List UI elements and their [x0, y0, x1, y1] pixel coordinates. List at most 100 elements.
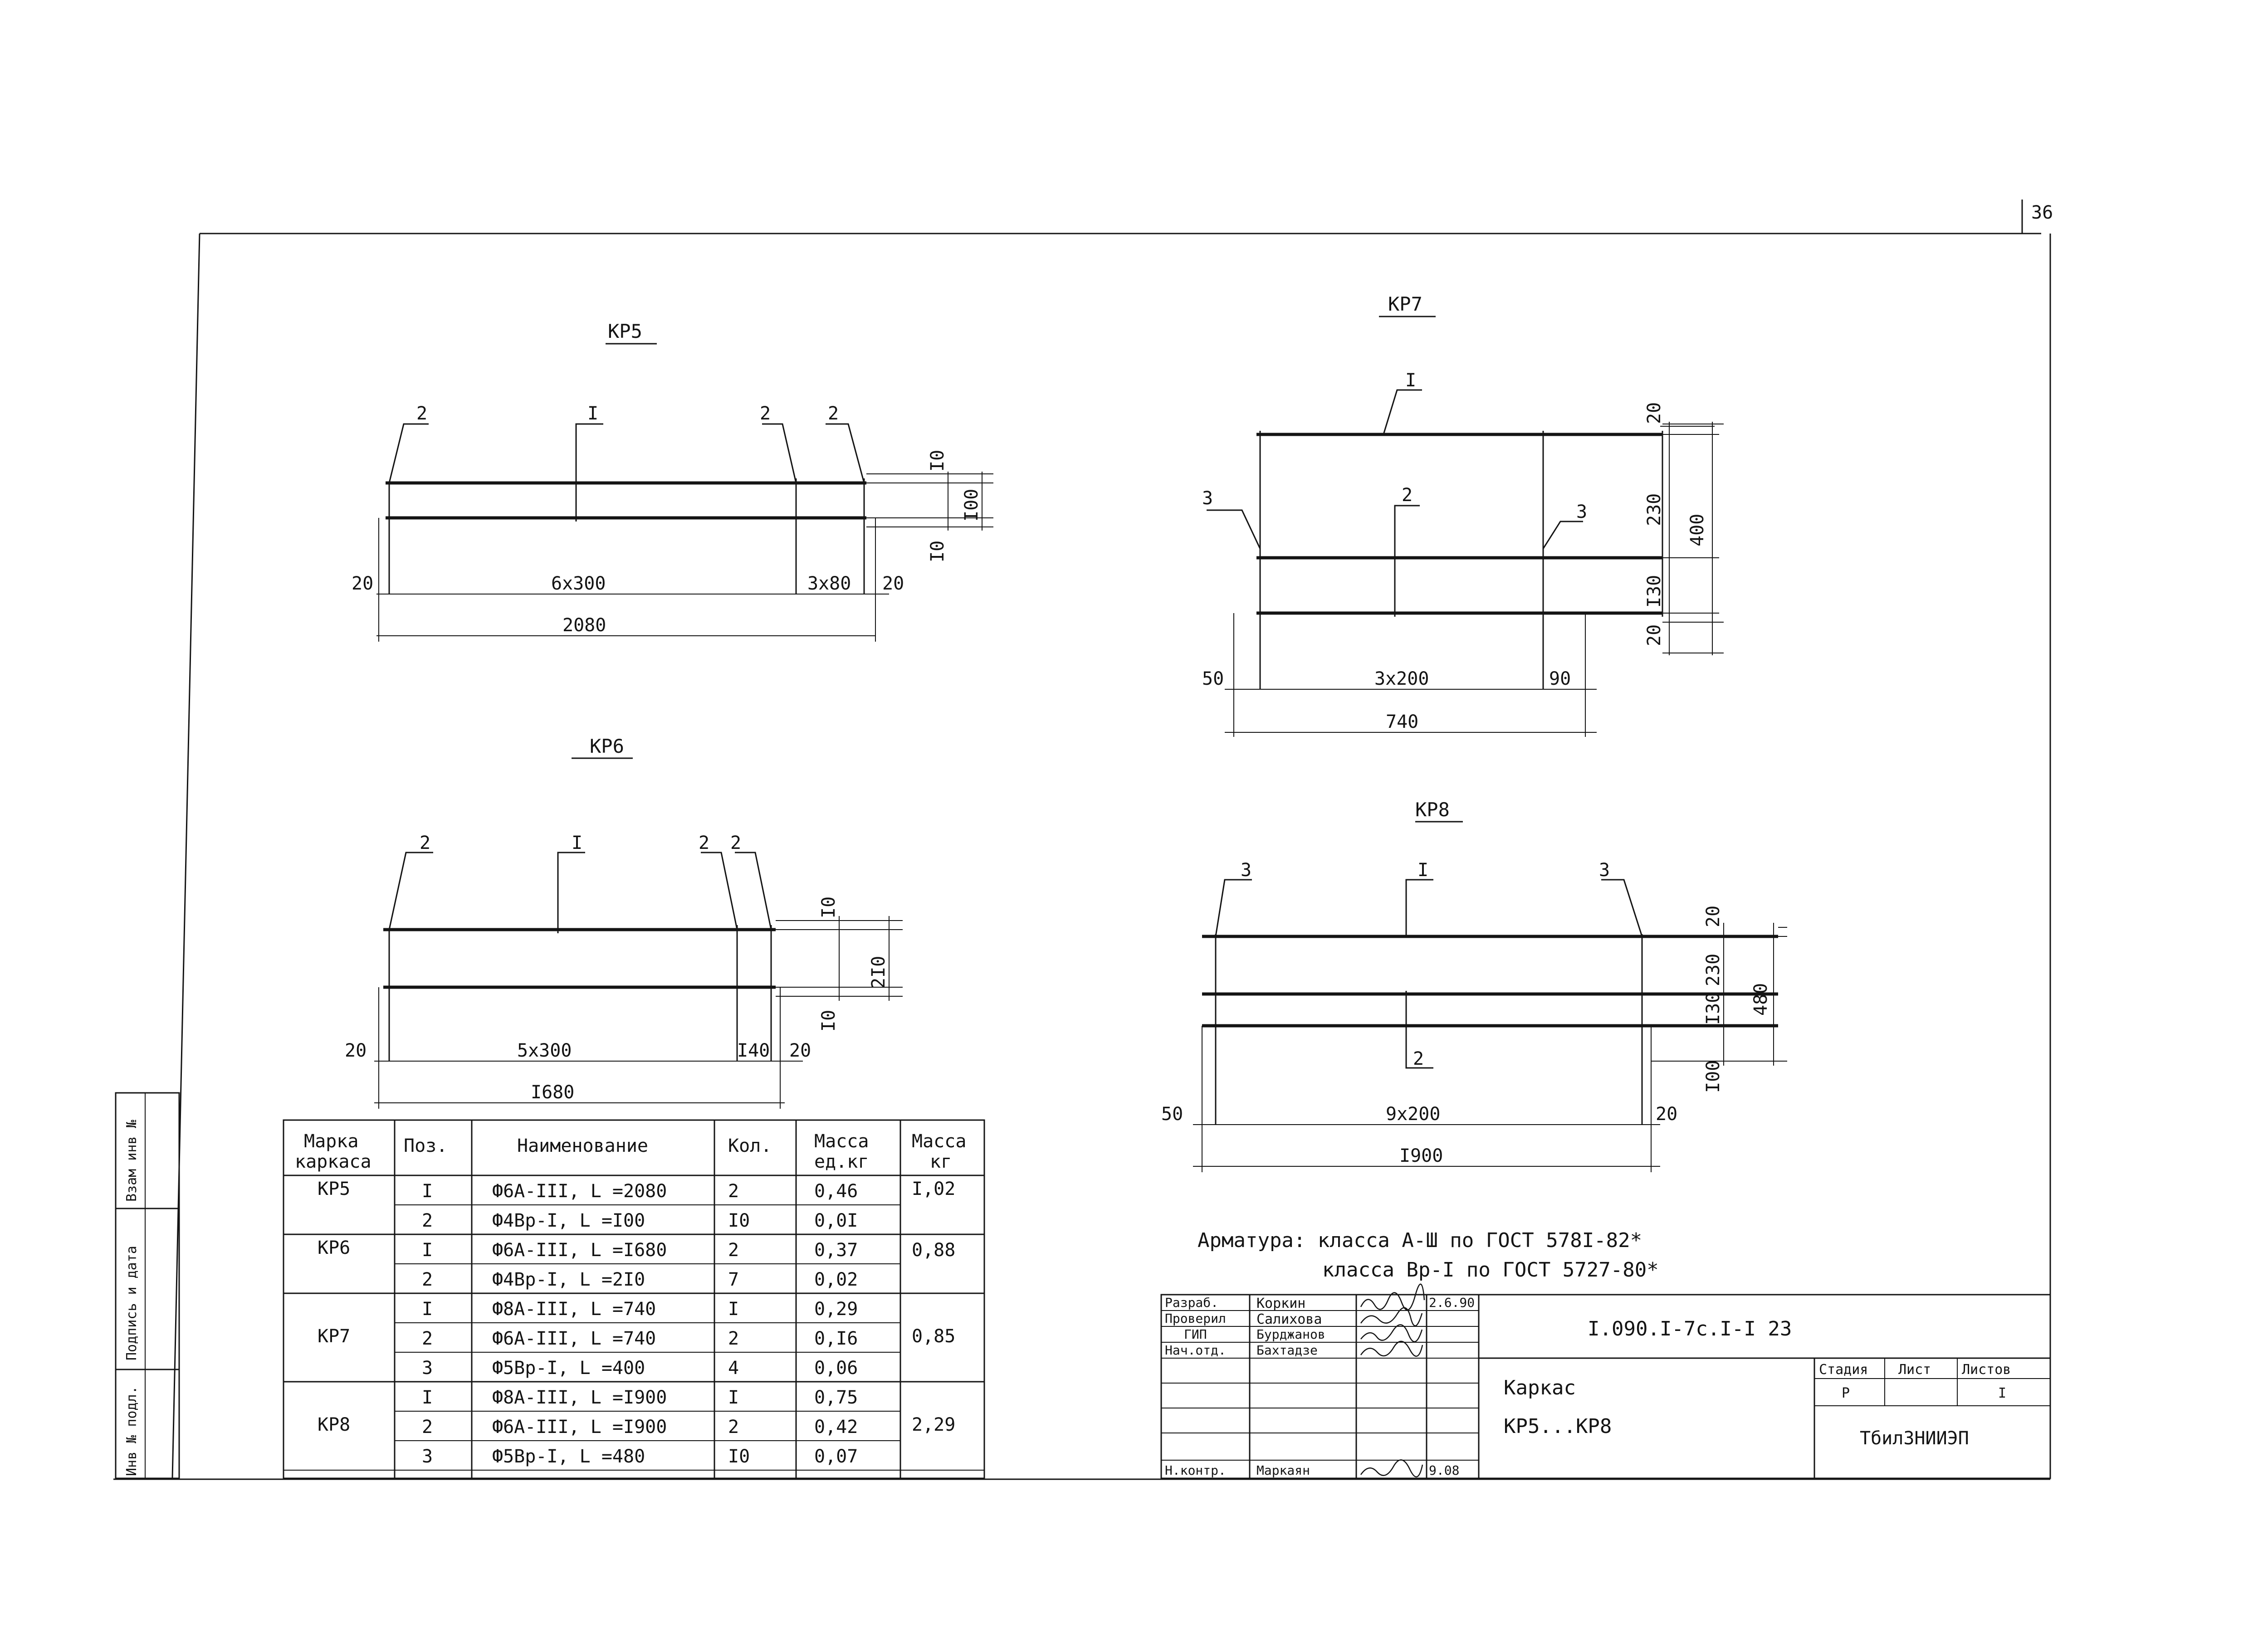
kp7-dim-bot20: 20 [1644, 624, 1665, 646]
drawing-kp5: КР5 2 I 2 2 I0 I00 I0 20 6х300 [352, 320, 993, 642]
kp7-pos-c: 2 [1402, 485, 1413, 506]
role-chief-engineer: ГИП [1184, 1327, 1207, 1342]
kp7-dim-left50: 50 [1202, 668, 1224, 689]
hdr-name: Наименование [517, 1135, 648, 1156]
kp7-pos-a: I [1405, 370, 1416, 391]
group-mass: 2,29 [912, 1414, 955, 1435]
sheets-header: Листов [1962, 1362, 2011, 1378]
kp8-dim-100: I00 [1703, 1060, 1724, 1093]
kp8-pos-d: 2 [1413, 1048, 1424, 1069]
kp8-pos-c: 3 [1599, 860, 1610, 881]
kp7-dim-230: 230 [1644, 493, 1665, 526]
cell-unit-mass: 0,42 [814, 1417, 858, 1437]
cell-name: Ф6А-III, L =I900 [492, 1417, 667, 1437]
kp5-dim-span1: 6х300 [551, 573, 606, 594]
kp6-pos-c: 2 [699, 833, 709, 853]
role-developer: Разраб. [1165, 1295, 1218, 1310]
note-rebar-a3: Арматура: класса А-Ш по ГОСТ 578I-82* [1198, 1229, 1642, 1252]
group-mark: КР7 [318, 1326, 350, 1347]
cell-qty: 4 [728, 1358, 739, 1379]
kp7-dim-total: 740 [1386, 711, 1418, 732]
cell-name: Ф8А-III, L =740 [492, 1299, 656, 1320]
cell-name: Ф6А-III, L =I680 [492, 1240, 667, 1261]
name-checker: Салихова [1256, 1311, 1322, 1327]
kp5-pos-a: 2 [416, 403, 427, 424]
cell-pos: I [422, 1299, 433, 1320]
cell-qty: 2 [728, 1328, 739, 1349]
hdr-pos: Поз. [404, 1135, 447, 1156]
kp5-dim-total: 2080 [562, 615, 606, 636]
cell-unit-mass: 0,75 [814, 1387, 858, 1408]
group-mark: КР6 [318, 1238, 350, 1258]
sheets-value: I [1998, 1385, 2006, 1401]
kp8-dim-20: 20 [1703, 906, 1724, 927]
cell-pos: 2 [422, 1210, 433, 1231]
kp7-title: КР7 [1388, 293, 1422, 315]
cell-unit-mass: 0,29 [814, 1299, 858, 1320]
drawing-kp6: КР6 2 I 2 2 I0 2I0 I0 20 5х300 I40 20 I6… [345, 735, 903, 1109]
spec-table: Марка каркаса Поз. Наименование Кол. Мас… [283, 1119, 985, 1479]
cell-qty: I0 [728, 1446, 750, 1467]
signature-norm [1360, 1459, 1423, 1477]
kp6-dim-right20: 20 [789, 1040, 811, 1061]
kp5-dim-span2: 3х80 [807, 573, 851, 594]
kp8-dim-480: 480 [1750, 983, 1771, 1016]
kp5-dim-right20: 20 [882, 573, 904, 594]
cell-name: Ф5Вр-I, L =400 [492, 1358, 645, 1379]
kp5-pos-d: 2 [828, 403, 839, 424]
group-mass: 0,85 [912, 1326, 955, 1347]
cell-qty: I [728, 1299, 739, 1320]
cell-unit-mass: 0,02 [814, 1269, 858, 1290]
cell-unit-mass: 0,46 [814, 1181, 858, 1202]
kp6-dim-total: I680 [531, 1082, 574, 1103]
cell-unit-mass: 0,07 [814, 1446, 858, 1467]
left-margin-strip: Взам инв № Подпись и дата Инв № подл. [115, 1092, 180, 1479]
cell-qty: 7 [728, 1269, 739, 1290]
kp6-dim-span1: 5х300 [517, 1040, 572, 1061]
cell-pos: 2 [422, 1269, 433, 1290]
group-mark: КР8 [318, 1414, 350, 1435]
kp6-pos-d: 2 [730, 833, 741, 853]
kp6-pos-b: I [572, 833, 582, 853]
cell-pos: 2 [422, 1328, 433, 1349]
hdr-mark-line2: каркаса [295, 1151, 371, 1172]
hdr-unit-mass-line2: ед.кг [814, 1151, 869, 1172]
kp8-pos-a: 3 [1241, 860, 1251, 881]
sheet-frame: 36 [113, 200, 2053, 1480]
cell-unit-mass: 0,I6 [814, 1328, 858, 1349]
signature-head [1360, 1340, 1423, 1357]
cell-qty: I0 [728, 1210, 750, 1231]
kp7-dim-span: 3х200 [1374, 668, 1429, 689]
cell-name: Ф6А-III, L =740 [492, 1328, 656, 1349]
kp6-dim-left20: 20 [345, 1040, 367, 1061]
kp7-pos-d: 3 [1576, 502, 1587, 522]
kp7-dim-top20: 20 [1644, 402, 1665, 424]
kp5-dim-bot10: I0 [927, 541, 948, 562]
cell-qty: I [728, 1387, 739, 1408]
note-rebar-bp1: класса Вр-I по ГОСТ 5727-80* [1322, 1258, 1659, 1282]
hdr-mark-line1: Марка [304, 1131, 358, 1152]
kp8-dim-right20: 20 [1656, 1104, 1677, 1125]
name-chief-engineer: Бурджанов [1256, 1327, 1325, 1342]
cell-unit-mass: 0,0I [814, 1210, 858, 1231]
role-norm-control: Н.контр. [1165, 1463, 1226, 1478]
kp5-dim-top10: I0 [927, 450, 948, 472]
name-developer: Коркин [1256, 1296, 1305, 1311]
kp6-dim-210: 2I0 [868, 956, 889, 989]
cell-pos: I [422, 1181, 433, 1202]
kp5-pos-b: I [587, 403, 598, 424]
kp7-dim-400: 400 [1687, 514, 1708, 546]
strip-signature-date: Подпись и дата [124, 1246, 140, 1360]
cell-unit-mass: 0,06 [814, 1358, 858, 1379]
kp6-dim-top10: I0 [818, 897, 839, 918]
cell-qty: 2 [728, 1240, 739, 1261]
kp8-dim-span: 9х200 [1386, 1104, 1440, 1125]
group-mass: I,02 [912, 1179, 955, 1199]
cell-pos: 2 [422, 1417, 433, 1437]
sheet-header: Лист [1898, 1362, 1931, 1378]
kp8-title: КР8 [1415, 799, 1450, 821]
signature-checker [1360, 1307, 1423, 1327]
signature-developer [1360, 1283, 1425, 1311]
cell-pos: I [422, 1387, 433, 1408]
kp7-dim-right90: 90 [1549, 668, 1571, 689]
